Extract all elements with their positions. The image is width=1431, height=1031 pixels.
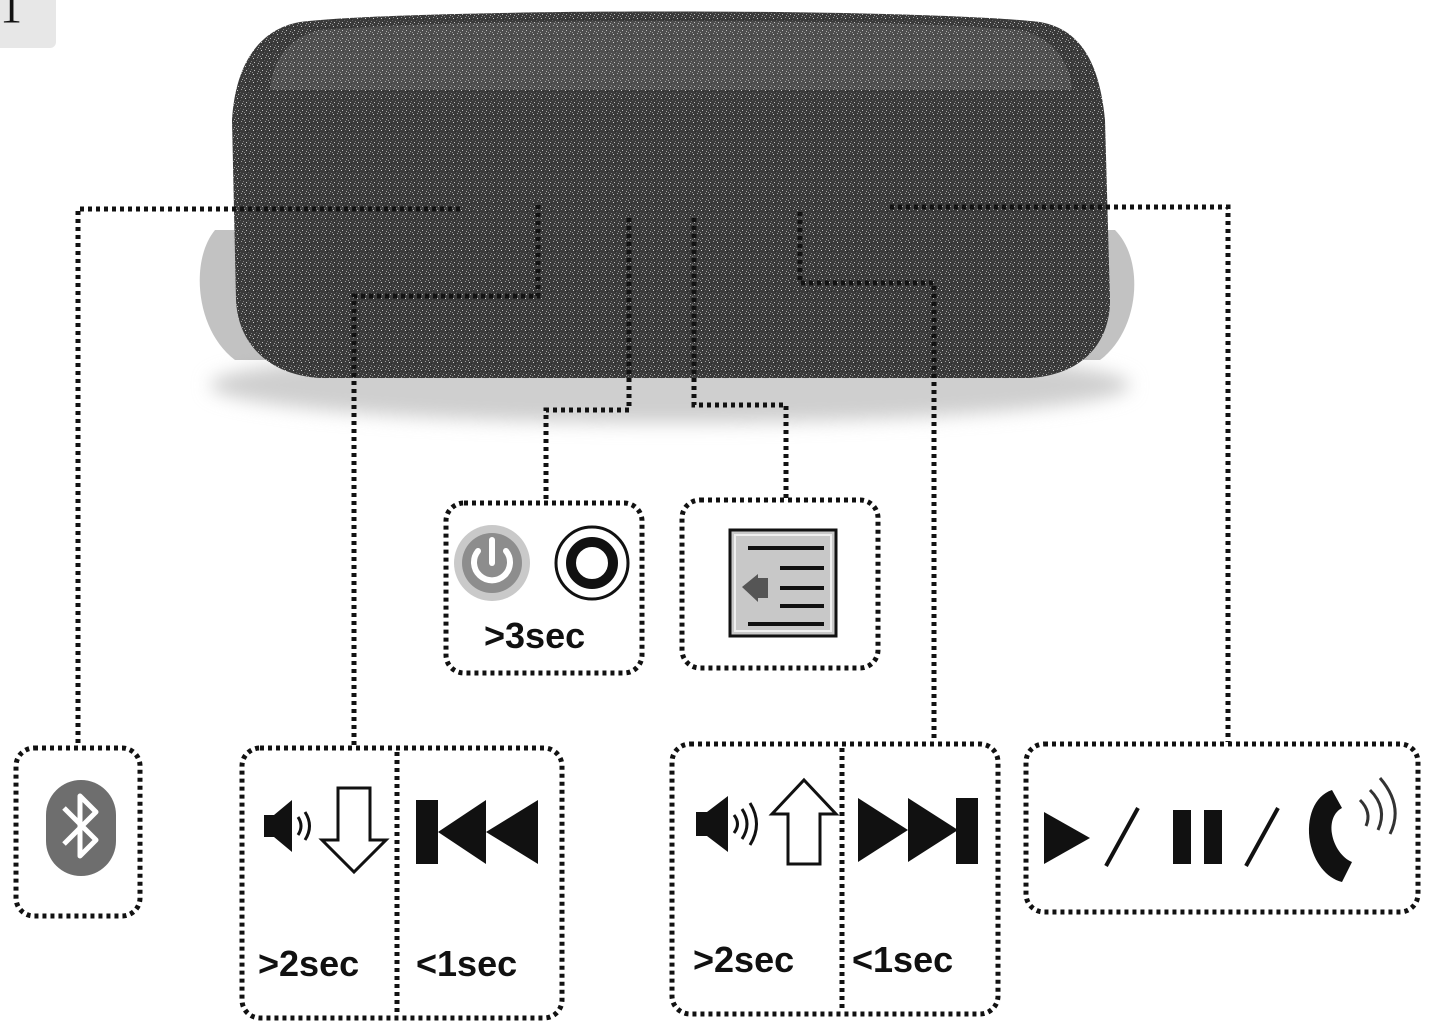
power-box xyxy=(443,500,645,676)
next-track-icon xyxy=(858,798,978,864)
leader-volume-down xyxy=(351,205,541,745)
volume-down-hold-label: >2sec xyxy=(258,943,360,984)
corner-tab: 1 xyxy=(0,0,56,48)
slash-separator-1 xyxy=(1104,807,1140,867)
arrow-down-icon xyxy=(318,786,390,875)
ring-power-icon xyxy=(554,525,630,601)
next-press-label: <1sec xyxy=(852,939,954,980)
speaker-body xyxy=(232,11,1110,378)
arrow-up-icon xyxy=(768,777,840,866)
mode-icon xyxy=(728,528,838,638)
slash-separator-2 xyxy=(1244,807,1280,867)
speaker xyxy=(199,11,1135,423)
speaker-icon-volume-down xyxy=(264,800,311,852)
bluetooth-box xyxy=(13,745,143,919)
leader-power xyxy=(543,218,632,500)
mode-box xyxy=(679,497,881,671)
power-icon xyxy=(454,525,530,601)
volume-up-box xyxy=(669,741,1001,1017)
previous-press-label: <1sec xyxy=(416,943,518,984)
volume-up-hold-label: >2sec xyxy=(693,939,795,980)
speaker-top-highlight xyxy=(270,21,1072,90)
phone-icon xyxy=(1308,777,1397,882)
bluetooth-icon xyxy=(46,780,116,876)
leader-volume-up xyxy=(797,212,937,742)
callout-boxes xyxy=(13,497,1421,1021)
leader-play xyxy=(890,204,1231,742)
play-icon xyxy=(1044,812,1090,864)
leader-mode xyxy=(691,218,789,498)
previous-track-icon xyxy=(416,800,538,864)
play-box xyxy=(1023,741,1421,915)
speaker-icon-volume-up xyxy=(696,796,758,852)
volume-down-box xyxy=(239,745,565,1021)
pause-icon xyxy=(1173,810,1222,864)
leader-lines xyxy=(75,204,1231,745)
corner-tab-text: 1 xyxy=(0,0,22,32)
leader-bluetooth xyxy=(75,206,460,745)
power-hold-label: >3sec xyxy=(484,615,586,656)
